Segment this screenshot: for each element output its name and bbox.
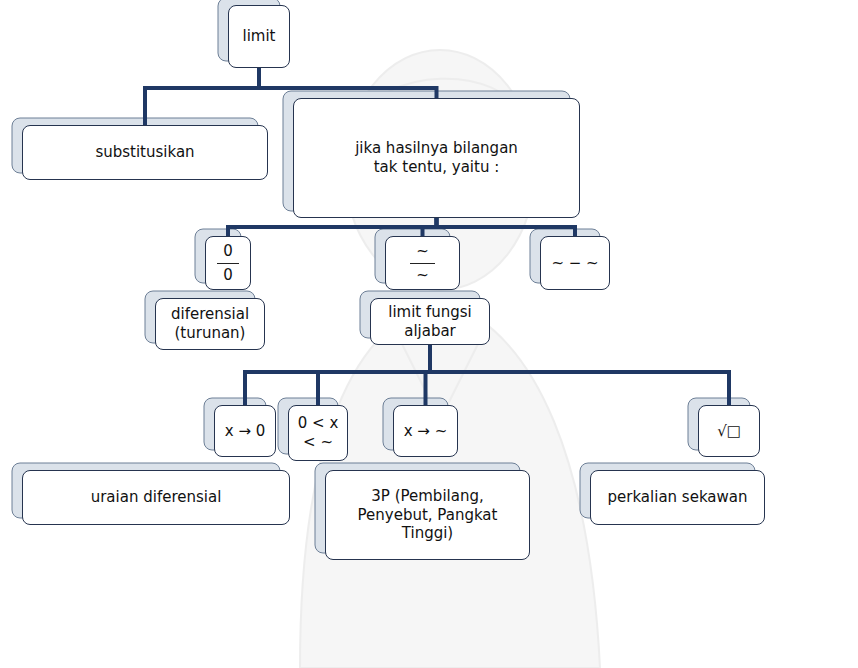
- node-text: 0: [223, 266, 233, 285]
- portrait-body: [300, 300, 600, 668]
- hierarchy-box: 0 < x < ~: [288, 405, 348, 461]
- hierarchy-box: √□: [698, 405, 760, 457]
- hierarchy-box: jika hasilnya bilangan tak tentu, yaitu …: [293, 98, 580, 218]
- node-text: 0 < x < ~: [292, 414, 344, 452]
- node-text: perkalian sekawan: [608, 488, 748, 507]
- connector-group: [145, 68, 729, 405]
- node-text: x → ~: [404, 422, 448, 441]
- hierarchy-box: uraian diferensial: [22, 470, 290, 525]
- hierarchy-box: 3P (Pembilang, Penyebut, Pangkat Tinggi): [325, 470, 530, 560]
- node-text: jika hasilnya bilangan tak tentu, yaitu …: [354, 139, 519, 177]
- tree-connector: [423, 218, 437, 236]
- tree-connector: [430, 345, 729, 405]
- tree-connector: [259, 68, 437, 98]
- hierarchy-box: limit fungsi aljabar: [370, 298, 490, 345]
- tree-connector: [437, 218, 576, 236]
- node-text: limit fungsi aljabar: [376, 303, 484, 341]
- tree-connector: [228, 218, 437, 236]
- hierarchy-box: 00: [205, 236, 251, 290]
- node-text: 3P (Pembilang, Penyebut, Pangkat Tinggi): [338, 487, 517, 543]
- hierarchy-box: perkalian sekawan: [590, 470, 765, 525]
- hierarchy-box: x → ~: [393, 405, 458, 457]
- hierarchy-box: ~~: [385, 236, 460, 290]
- node-text: substitusikan: [95, 143, 194, 162]
- hierarchy-box: diferensial (turunan): [155, 298, 265, 350]
- hierarchy-box: limit: [228, 5, 290, 68]
- node-text: ~: [416, 266, 429, 285]
- tree-connector: [318, 345, 430, 405]
- node-text: ~: [410, 242, 435, 264]
- node-text: diferensial (turunan): [161, 305, 259, 343]
- node-text: x → 0: [225, 422, 266, 441]
- node-text: √□: [717, 422, 741, 441]
- hierarchy-box: ~ − ~: [540, 236, 610, 290]
- hierarchy-box: substitusikan: [22, 125, 268, 180]
- hierarchy-box: x → 0: [214, 405, 276, 457]
- node-text: ~ − ~: [551, 254, 598, 273]
- tree-connector: [145, 68, 259, 125]
- node-text: 0: [217, 242, 239, 264]
- node-text: limit: [243, 27, 276, 46]
- tree-connector: [245, 345, 430, 405]
- node-text: uraian diferensial: [91, 488, 222, 507]
